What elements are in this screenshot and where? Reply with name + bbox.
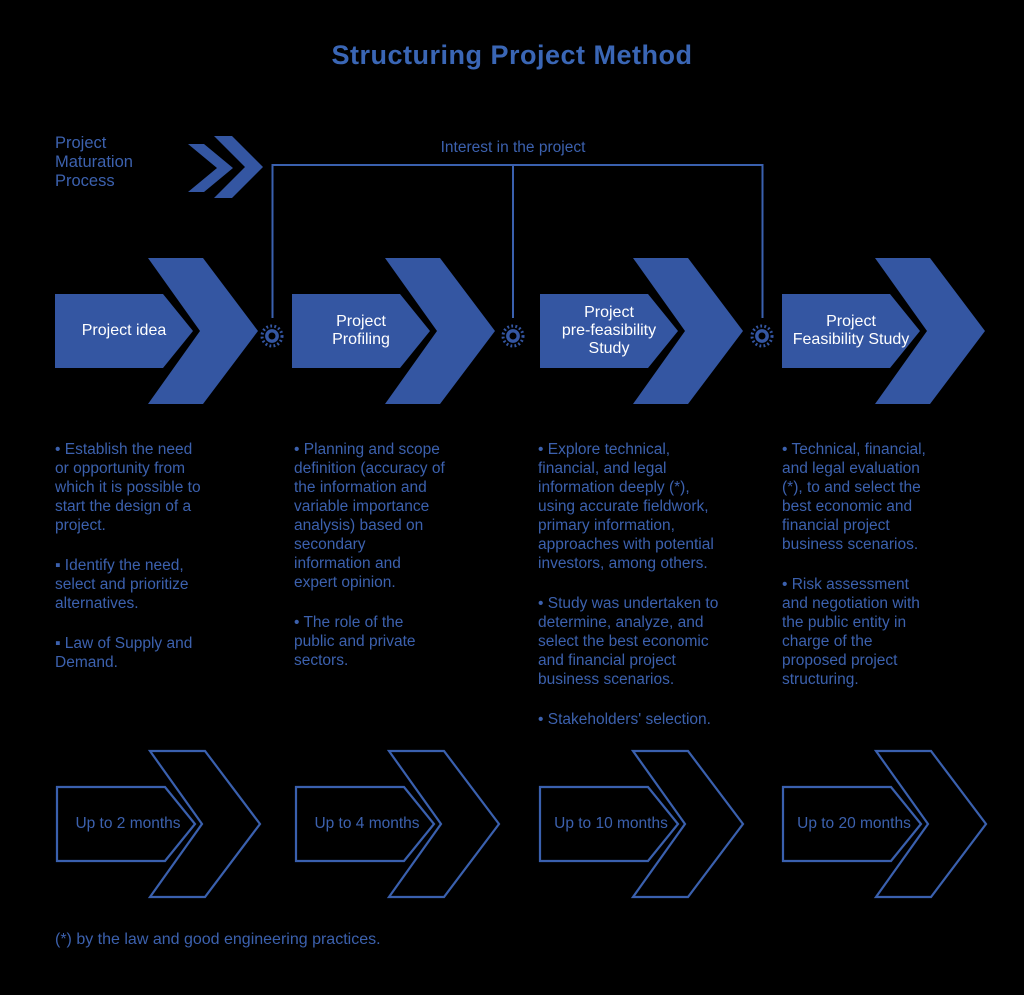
footnote: (*) by the law and good engineering prac… [55, 931, 381, 948]
phase-arrows [55, 258, 985, 404]
phase-arrow-body [540, 294, 678, 368]
gear-icon [501, 324, 525, 348]
bullet-item: • Establish the need or opportunity from… [55, 441, 201, 534]
phase-3-bullet-list: • Explore technical, financial, and lega… [538, 440, 773, 750]
bullet-item: • Stakeholders' selection. [538, 711, 711, 728]
phase-3-name: Project pre-feasibility Study [561, 304, 657, 357]
duration-arrow-chevron [386, 749, 501, 899]
bullet-item: • Risk assessment and negotiation with t… [782, 576, 920, 688]
phase-arrow-chevron [875, 258, 985, 404]
duration-arrow-body [294, 785, 436, 863]
gear-icon [260, 324, 284, 348]
phase-2-name: Project Profiling [332, 313, 390, 348]
duration-arrow-chevron [873, 749, 988, 899]
page-title: Structuring Project Method [331, 40, 693, 70]
bullet-item: • Explore technical, financial, and lega… [538, 441, 714, 572]
phase-arrow-chevron [633, 258, 743, 404]
interest-bracket-line [271, 164, 764, 318]
duration-arrow-chevron [147, 749, 262, 899]
phase-arrow-1 [55, 258, 258, 404]
phase-arrow-body [292, 294, 430, 368]
bullet-item: • Technical, financial, and legal evalua… [782, 441, 926, 553]
phase-1-name: Project idea [81, 322, 167, 339]
phase-arrow-4 [782, 258, 985, 404]
gear-icon [750, 324, 774, 348]
duration-arrows [55, 749, 988, 899]
phase-1-duration: Up to 2 months [75, 815, 181, 832]
duration-arrow-chevron [630, 749, 745, 899]
duration-arrow-body [55, 785, 197, 863]
milestone-gears [260, 324, 774, 348]
duration-arrow-4 [781, 749, 988, 899]
fast-forward-icon [188, 136, 263, 198]
phase-arrow-2 [292, 258, 495, 404]
phase-1-bullet-list: • Establish the need or opportunity from… [55, 440, 270, 693]
duration-arrow-body [538, 785, 680, 863]
interest-in-project-label: Interest in the project [440, 139, 586, 156]
phase-arrow-chevron [385, 258, 495, 404]
duration-arrow-body [781, 785, 923, 863]
bullet-item: • Planning and scope definition (accurac… [294, 441, 445, 591]
fast-forward-chevron-large [214, 136, 263, 198]
phase-4-bullet-list: • Technical, financial, and legal evalua… [782, 440, 997, 710]
duration-arrow-2 [294, 749, 501, 899]
phase-arrow-3 [540, 258, 743, 404]
phase-arrow-body [55, 294, 193, 368]
bullet-item: • The role of the public and private sec… [294, 614, 416, 669]
phase-4-name: Project Feasibility Study [792, 313, 910, 348]
phase-3-duration: Up to 10 months [554, 815, 668, 832]
bullet-item: • Study was undertaken to determine, ana… [538, 595, 719, 688]
phase-4-duration: Up to 20 months [797, 815, 911, 832]
process-maturation-label: Project Maturation Process [55, 134, 133, 190]
bullet-item: ▪ Law of Supply and Demand. [55, 635, 193, 671]
fast-forward-chevron-small [188, 144, 233, 192]
bullet-item: ▪ Identify the need, select and prioriti… [55, 557, 189, 612]
duration-arrow-3 [538, 749, 745, 899]
phase-2-bullet-list: • Planning and scope definition (accurac… [294, 440, 514, 691]
phase-arrow-chevron [148, 258, 258, 404]
phase-2-duration: Up to 4 months [314, 815, 420, 832]
duration-arrow-1 [55, 749, 262, 899]
phase-arrow-body [782, 294, 920, 368]
